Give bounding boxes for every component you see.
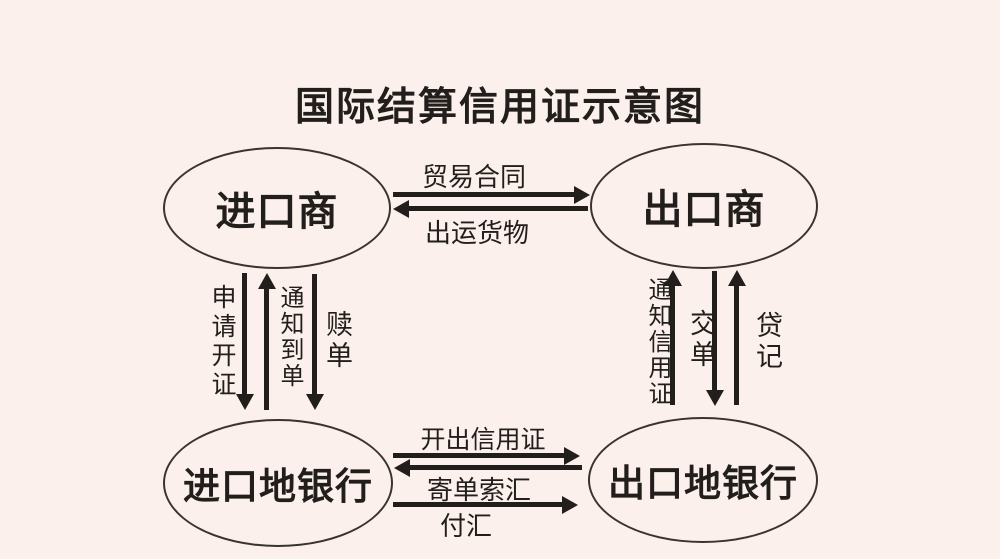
node-importer-label: 进口商 [215,189,339,234]
node-exporter: 出口商 [590,143,818,269]
label-ship-goods: 出运货物 [424,219,530,248]
label-send-docs-claim: 寄单索汇 [426,476,532,505]
arrow-ship-goods [408,206,588,211]
arrow-credit [734,285,739,405]
diagram-title: 国际结算信用证示意图 [294,86,705,129]
arrow-pay-remit [393,502,563,507]
arrow-send-docs-claim [409,465,582,470]
node-importer: 进口商 [163,147,391,269]
label-redeem-docs: 赎单 [322,310,352,372]
node-import-bank: 进口地银行 [163,419,393,547]
label-issue-lc: 开出信用证 [420,427,546,454]
label-notify-doc-arrival: 通知到单 [276,285,302,389]
arrow-redeem-docs [312,274,317,395]
arrow-issue-lc [393,453,565,458]
label-trade-contract: 贸易合同 [421,163,527,192]
node-exporter-label: 出口商 [642,187,766,232]
arrow-notify-lc [670,285,675,405]
label-pay-remit: 付汇 [439,512,493,541]
label-notify-lc: 通知信用证 [644,277,670,407]
arrow-present-docs [712,271,717,391]
label-present-docs: 交单 [686,309,716,371]
arrow-notify-doc-arrival [264,288,269,410]
arrow-apply-open-lc [242,273,247,395]
arrow-trade-contract [393,192,575,197]
node-export-bank: 出口地银行 [588,417,818,543]
label-apply-open-lc: 申请开证 [208,284,235,400]
node-import-bank-label: 进口地银行 [183,467,373,508]
node-export-bank-label: 出口地银行 [608,464,798,505]
label-credit: 贷记 [752,311,782,373]
